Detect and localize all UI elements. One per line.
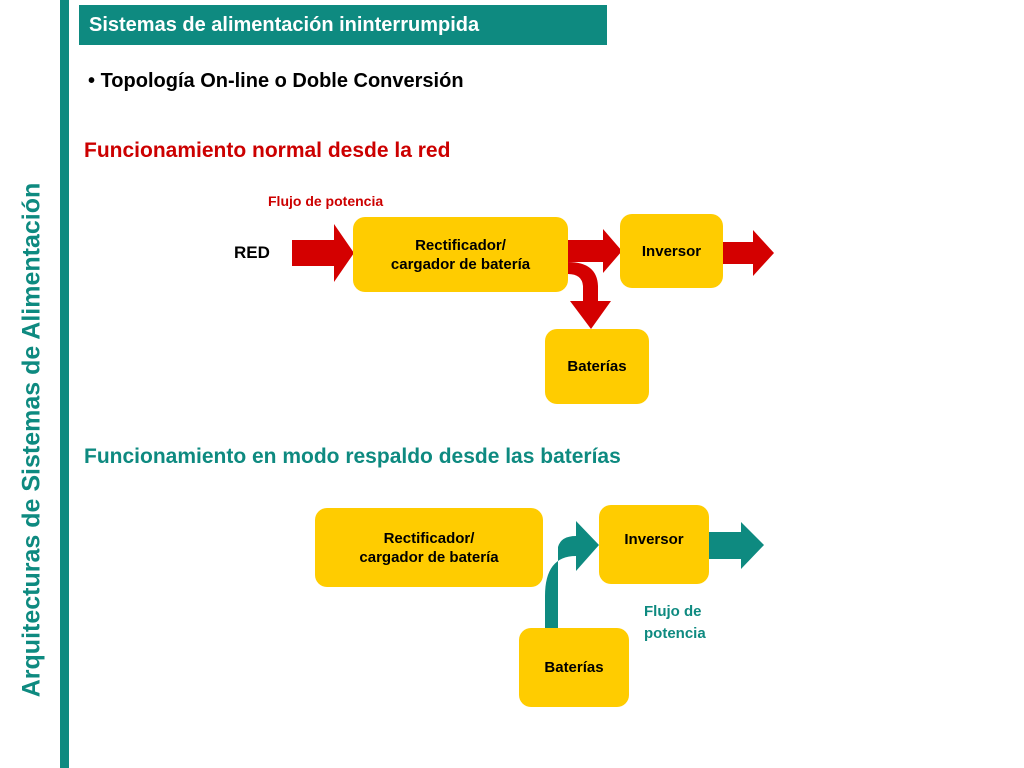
normal-inverter-label: Inversor <box>641 242 702 260</box>
backup-battery-arrow <box>545 521 599 632</box>
normal-mode-title: Funcionamiento normal desde la red <box>84 139 451 162</box>
normal-rectifier-box: Rectificador/ cargador de batería <box>353 217 568 292</box>
backup-inverter-label: Inversor <box>624 531 684 548</box>
normal-rectifier-line2: cargador de batería <box>390 255 531 273</box>
topology-bullet: • Topología On-line o Doble Conversión <box>88 70 464 93</box>
backup-flow-label: Flujo de potencia <box>644 601 706 645</box>
red-input-label: RED <box>234 243 270 262</box>
normal-flow-label: Flujo de potencia <box>268 193 384 209</box>
backup-batteries-box: Baterías <box>519 628 629 707</box>
backup-inverter-box: Inversor <box>599 505 709 584</box>
normal-rectifier-line1: Rectificador/ <box>415 236 506 254</box>
header-title: Sistemas de alimentación ininterrumpida <box>79 5 607 45</box>
topology-text: Topología On-line o Doble Conversión <box>100 70 464 92</box>
normal-batteries-box: Baterías <box>545 329 649 404</box>
backup-output-arrow <box>709 522 764 569</box>
normal-input-arrow <box>292 224 354 282</box>
backup-rectifier-line1: Rectificador/ <box>383 529 475 547</box>
backup-batteries-label: Baterías <box>544 659 604 676</box>
bullet-glyph: • <box>88 70 96 92</box>
normal-inverter-box: Inversor <box>620 214 723 288</box>
normal-rect-to-inv-arrow <box>568 229 622 273</box>
backup-rectifier-line2: cargador de batería <box>359 548 499 566</box>
backup-flow-label-line2: potencia <box>644 625 706 642</box>
side-accent-bar <box>60 0 69 768</box>
normal-output-arrow <box>722 230 774 276</box>
backup-mode-title: Funcionamiento en modo respaldo desde la… <box>84 445 621 468</box>
backup-flow-label-line1: Flujo de <box>644 603 702 620</box>
backup-rectifier-box: Rectificador/ cargador de batería <box>315 508 543 587</box>
normal-batteries-label: Baterías <box>567 358 627 375</box>
normal-charge-arrow <box>568 262 611 329</box>
